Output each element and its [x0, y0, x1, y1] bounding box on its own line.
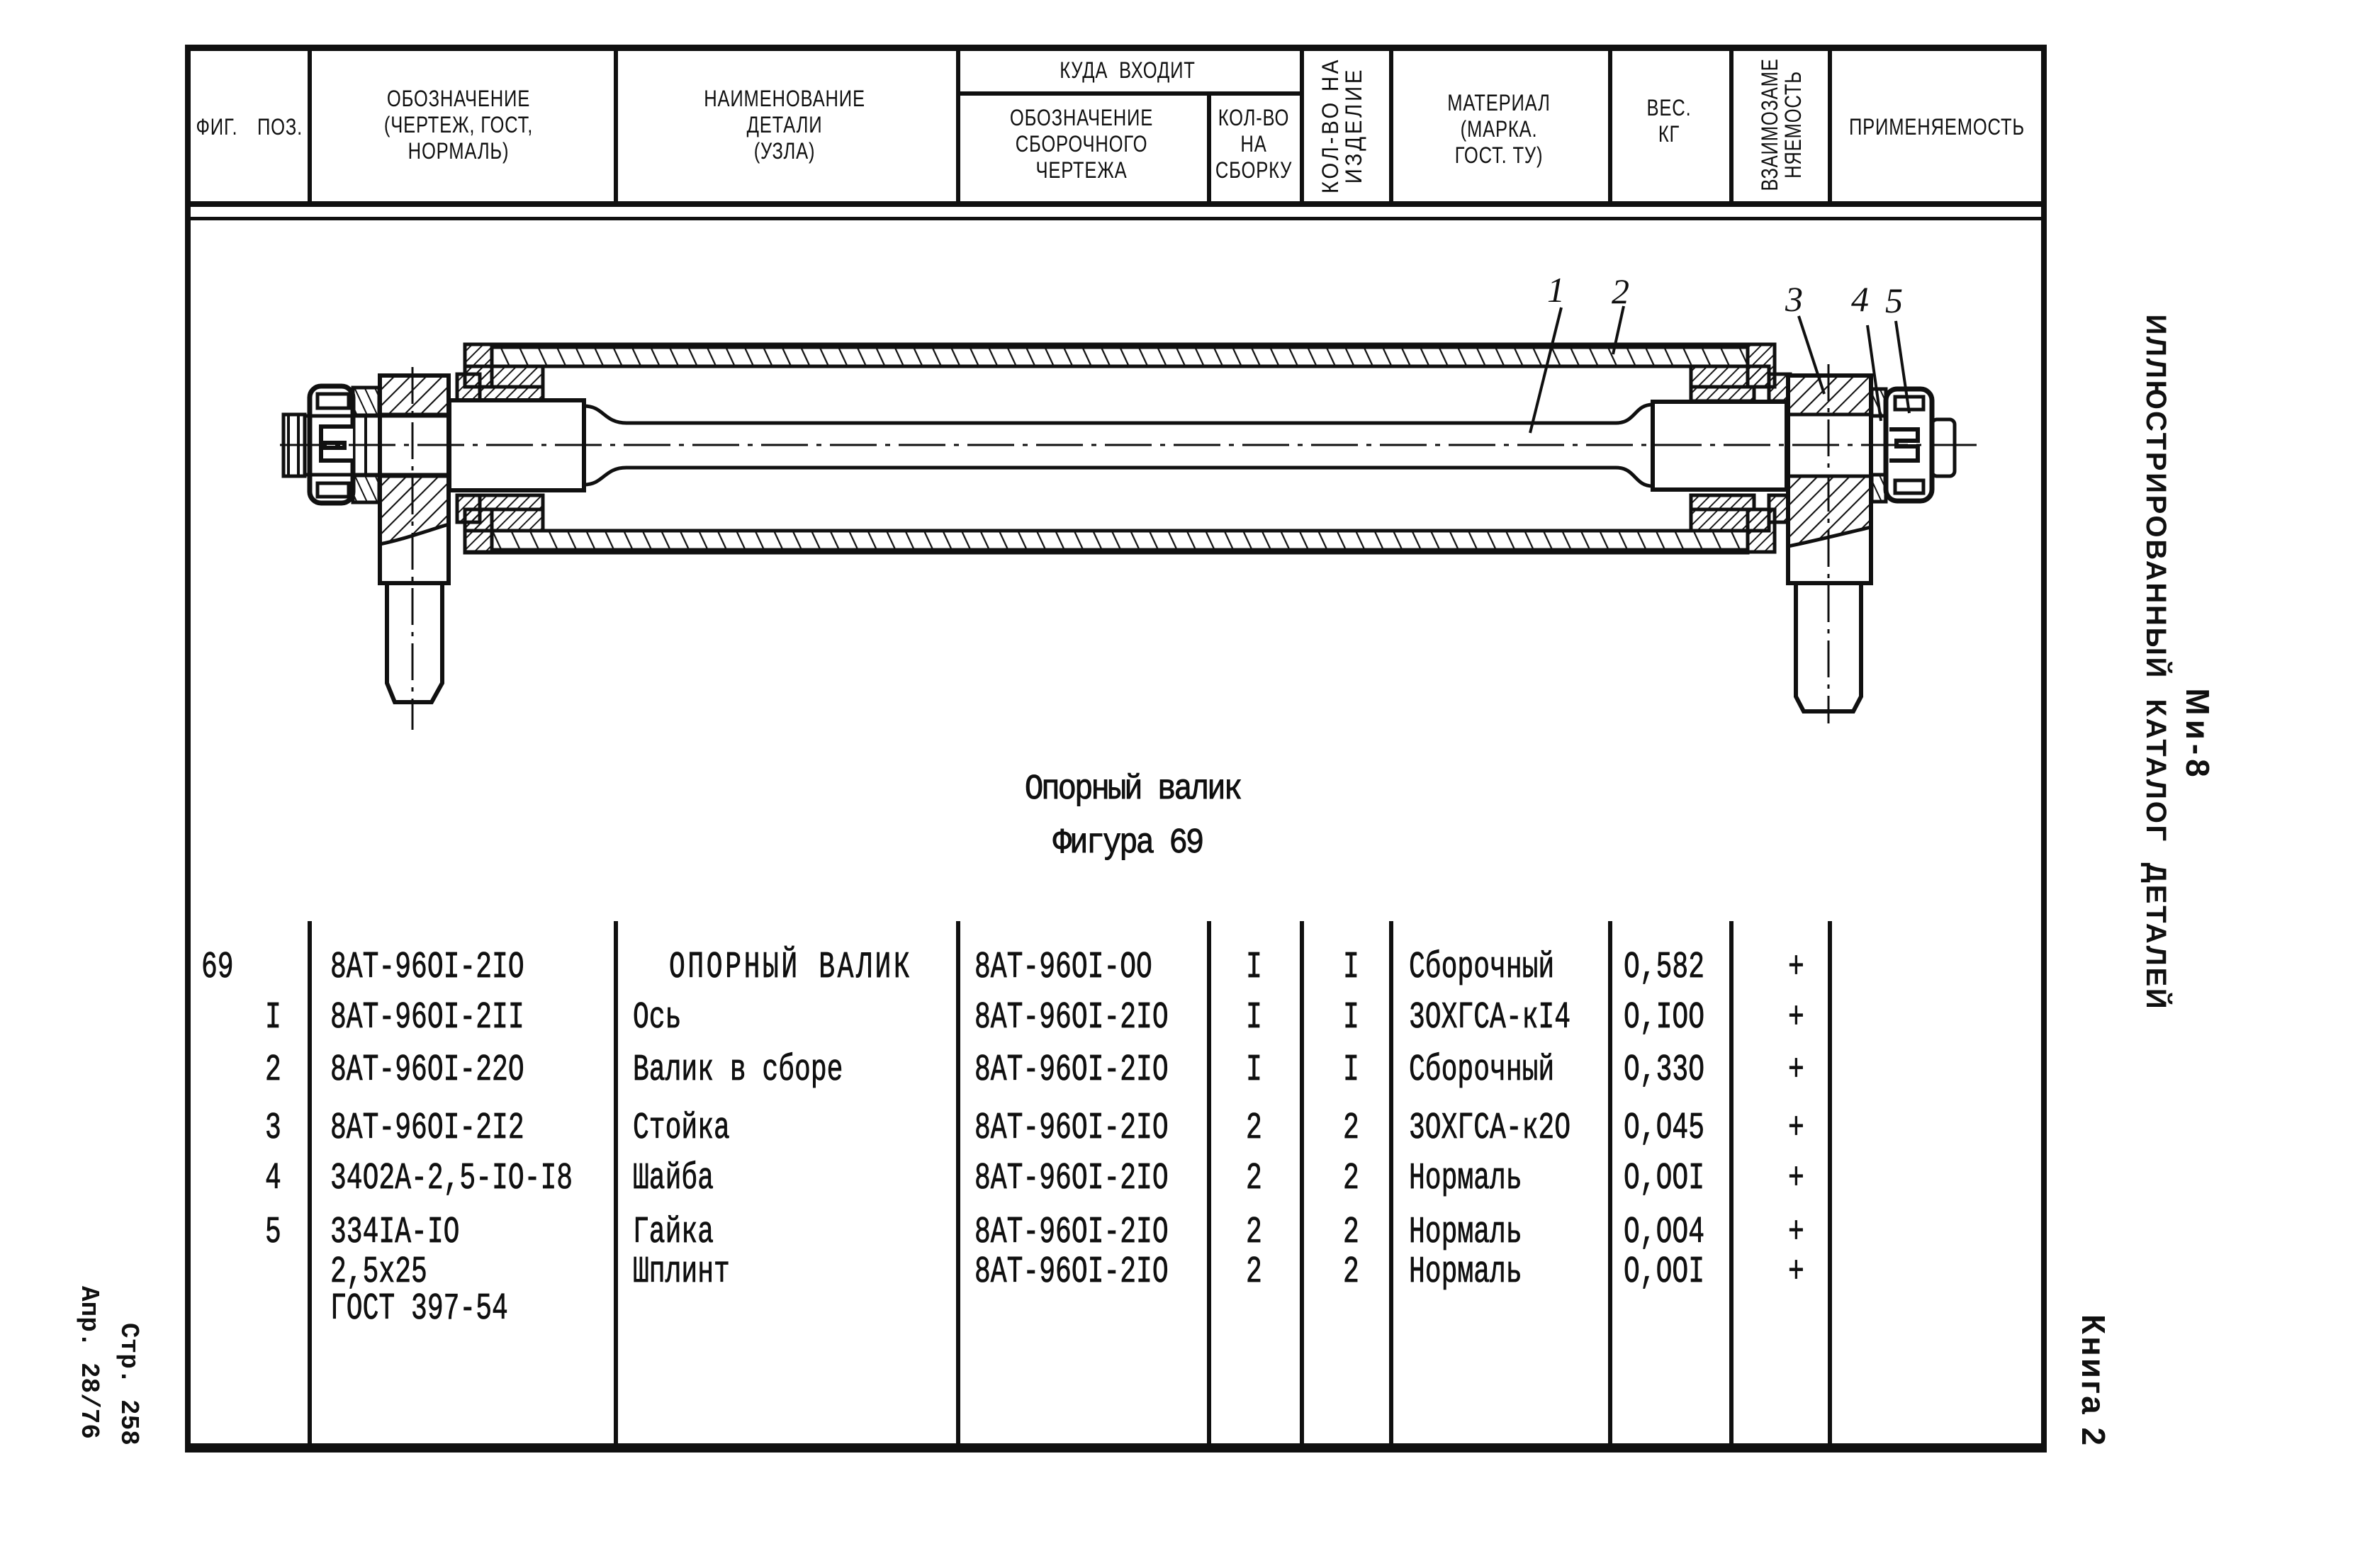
svg-text:3: 3	[1785, 279, 1803, 319]
svg-text:4: 4	[1851, 279, 1869, 319]
svg-text:2: 2	[1612, 271, 1629, 311]
svg-text:5: 5	[1885, 281, 1903, 320]
svg-text:1: 1	[1547, 270, 1565, 310]
